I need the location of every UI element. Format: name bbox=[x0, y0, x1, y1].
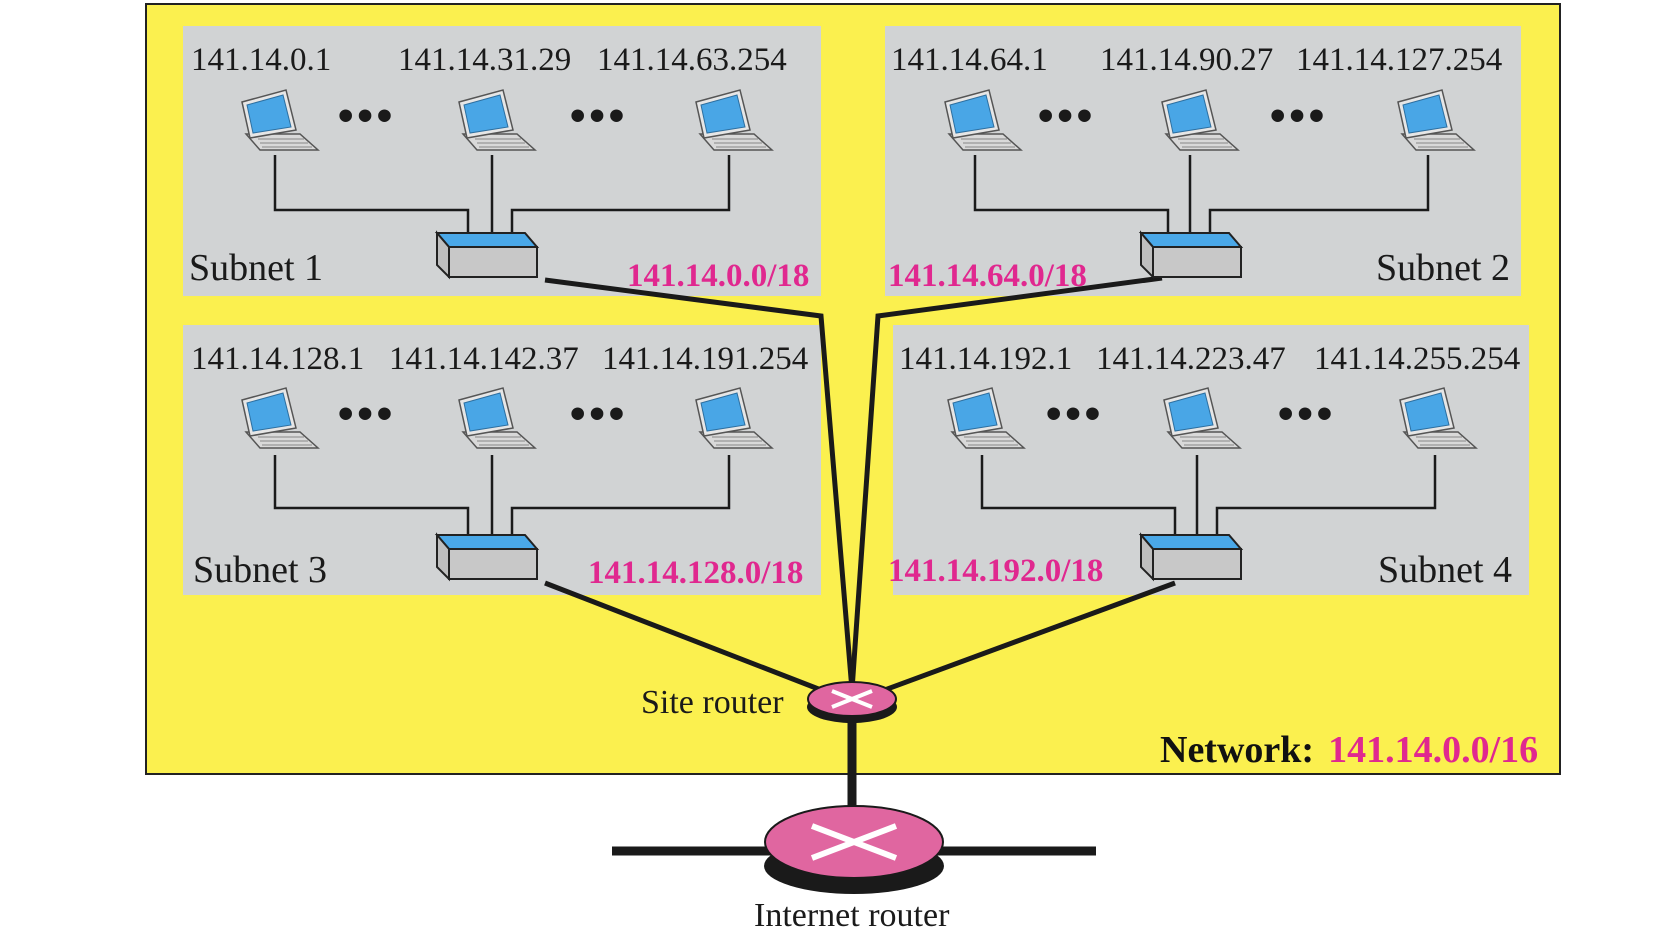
host-ip: 141.14.255.254 bbox=[1314, 341, 1520, 377]
network-prefix: 141.14.0.0/16 bbox=[1328, 729, 1538, 771]
switch-icon bbox=[1140, 534, 1242, 580]
host-ip: 141.14.127.254 bbox=[1296, 42, 1502, 78]
uplink-subnet-2 bbox=[849, 275, 1163, 691]
host-ip: 141.14.64.1 bbox=[891, 42, 1048, 78]
uplink-subnet-3 bbox=[544, 580, 853, 705]
site-router bbox=[807, 681, 897, 723]
ellipsis: ••• bbox=[338, 91, 396, 140]
switch-icon bbox=[436, 534, 538, 580]
subnet-label: Subnet 3 bbox=[193, 549, 327, 591]
internet-router-label: Internet router bbox=[754, 897, 950, 934]
network-caption: Network: 141.14.0.0/16 bbox=[1160, 729, 1538, 771]
uplink-subnet-4 bbox=[851, 580, 1176, 705]
subnet-prefix: 141.14.128.0/18 bbox=[588, 555, 803, 591]
ellipsis: ••• bbox=[1038, 91, 1096, 140]
uplink-subnet-1 bbox=[544, 277, 855, 691]
host-ip: 141.14.223.47 bbox=[1096, 341, 1286, 377]
host-ip: 141.14.0.1 bbox=[191, 42, 331, 78]
ellipsis: ••• bbox=[1278, 389, 1336, 438]
internet-router bbox=[764, 805, 944, 894]
subnet-4: 141.14.192.1 141.14.223.47 141.14.255.25… bbox=[888, 341, 1520, 591]
subnet-1: 141.14.0.1 141.14.31.29 141.14.63.254 ••… bbox=[189, 42, 809, 294]
host-ip: 141.14.128.1 bbox=[191, 341, 364, 377]
subnet-3: 141.14.128.1 141.14.142.37 141.14.191.25… bbox=[191, 341, 808, 591]
host-ip: 141.14.31.29 bbox=[398, 42, 571, 78]
ellipsis: ••• bbox=[338, 389, 396, 438]
subnet-label: Subnet 4 bbox=[1378, 549, 1512, 591]
switch-icon bbox=[436, 232, 538, 278]
router-cross-icon bbox=[810, 823, 898, 861]
site-router-label: Site router bbox=[641, 684, 784, 721]
subnet-prefix: 141.14.0.0/18 bbox=[627, 258, 809, 294]
ellipsis: ••• bbox=[570, 389, 628, 438]
switch-icon bbox=[1140, 232, 1242, 278]
subnet-label: Subnet 1 bbox=[189, 247, 323, 289]
host-ip: 141.14.63.254 bbox=[597, 42, 787, 78]
host-ip: 141.14.90.27 bbox=[1100, 42, 1273, 78]
ellipsis: ••• bbox=[1270, 91, 1328, 140]
host-ip: 141.14.192.1 bbox=[899, 341, 1072, 377]
host-ip: 141.14.142.37 bbox=[389, 341, 579, 377]
router-cross-icon bbox=[831, 689, 873, 709]
subnet-label: Subnet 2 bbox=[1376, 247, 1510, 289]
network-label: Network: bbox=[1160, 729, 1314, 771]
ellipsis: ••• bbox=[570, 91, 628, 140]
subnet-prefix: 141.14.64.0/18 bbox=[888, 258, 1087, 294]
subnet-prefix: 141.14.192.0/18 bbox=[888, 553, 1103, 589]
ellipsis: ••• bbox=[1046, 389, 1104, 438]
subnet-2: 141.14.64.1 141.14.90.27 141.14.127.254 … bbox=[888, 42, 1510, 294]
host-ip: 141.14.191.254 bbox=[602, 341, 808, 377]
